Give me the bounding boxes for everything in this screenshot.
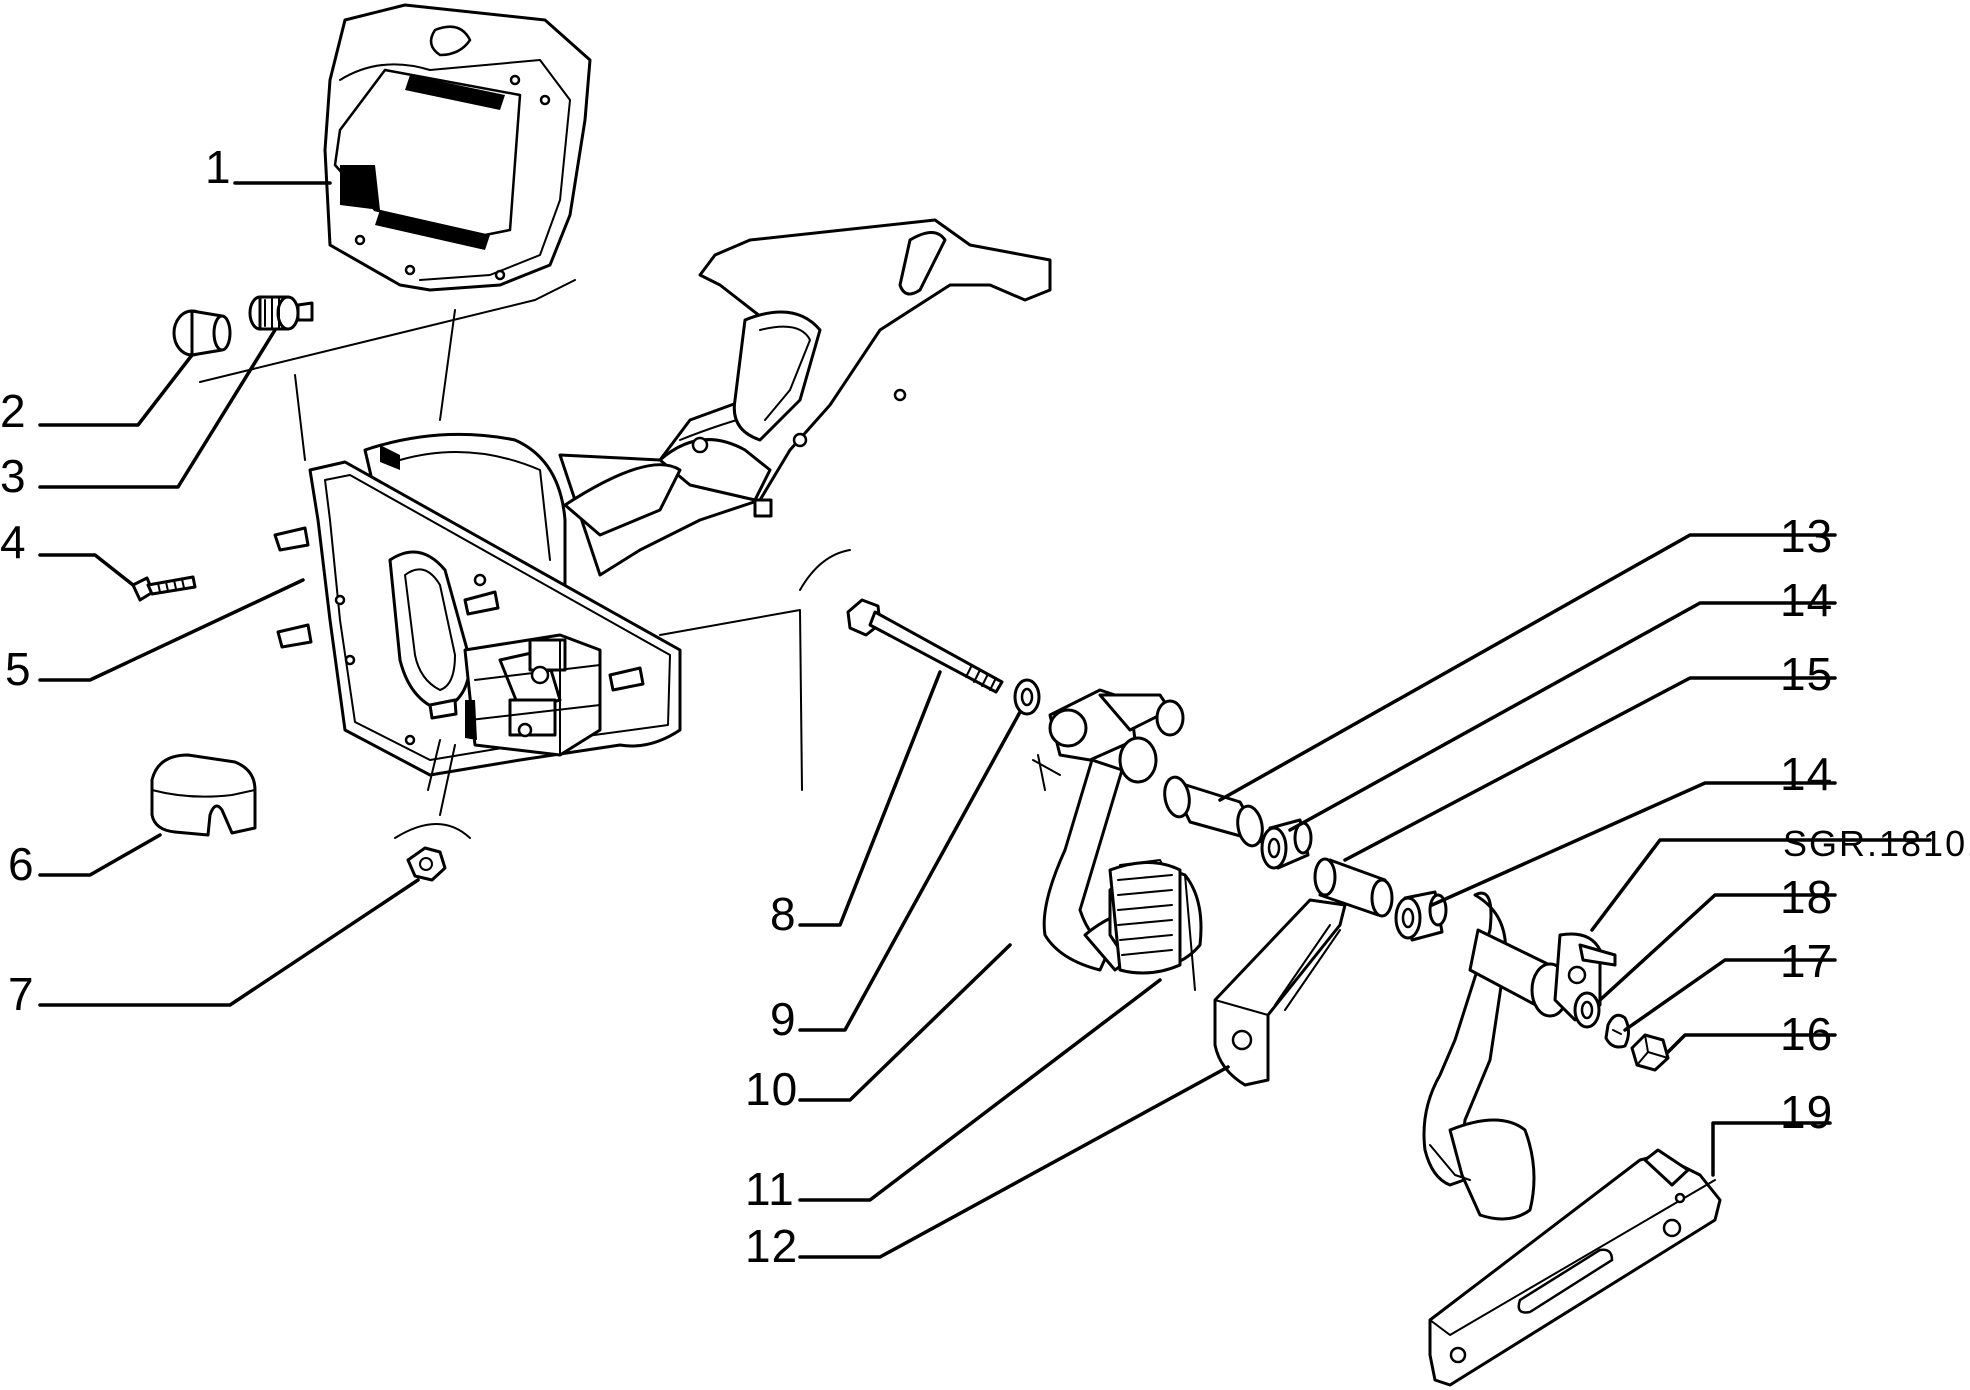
part-15-pin <box>1313 857 1394 918</box>
part-5-pedal-box <box>273 218 1052 777</box>
label-1: 1 <box>205 141 232 193</box>
leader-18 <box>1598 893 1837 1002</box>
part-9-washer <box>1013 678 1041 716</box>
part-14-bush-b <box>1394 890 1448 942</box>
leader-11 <box>798 978 1162 1202</box>
label-3: 3 <box>0 450 27 502</box>
part-6-cap <box>150 753 257 837</box>
label-16: 16 <box>1780 1008 1833 1060</box>
leader-14a <box>1288 601 1837 832</box>
leader-17 <box>1623 958 1837 1032</box>
leader-7 <box>38 878 420 1007</box>
part-3-bushing <box>248 295 314 331</box>
leader-8 <box>798 670 942 927</box>
label-9: 9 <box>770 993 797 1045</box>
part-8-bolt <box>846 598 1004 694</box>
leader-14b <box>1430 781 1837 907</box>
part-19-plate <box>1428 1148 1722 1387</box>
leader-19 <box>1711 1121 1832 1177</box>
part-14-bush-a <box>1260 818 1313 870</box>
label-6: 6 <box>8 838 35 890</box>
label-19: 19 <box>1780 1086 1833 1138</box>
part-7-nut <box>394 739 471 882</box>
leader-2 <box>38 353 194 427</box>
label-12: 12 <box>745 1220 798 1272</box>
label-14-upper: 14 <box>1780 574 1833 626</box>
leader-6 <box>38 833 162 877</box>
label-17: 17 <box>1780 935 1833 987</box>
leader-3 <box>38 328 277 489</box>
leader-5 <box>38 578 305 682</box>
label-10: 10 <box>745 1063 798 1115</box>
label-8: 8 <box>770 888 797 940</box>
part-1-cover <box>323 3 592 292</box>
label-7: 7 <box>8 968 35 1020</box>
label-11: 11 <box>745 1163 795 1215</box>
label-5: 5 <box>5 643 32 695</box>
label-15: 15 <box>1780 648 1833 700</box>
part-17-spring-washer <box>1604 1013 1630 1049</box>
leader-9 <box>798 710 1022 1032</box>
label-13: 13 <box>1780 510 1833 562</box>
part-11-pad <box>1108 861 1182 975</box>
part-18-washer <box>1573 991 1601 1029</box>
part-sgr-clutch-pedal <box>1422 891 1617 1221</box>
leader-10 <box>798 943 1012 1102</box>
part-2-plug <box>172 309 232 357</box>
leader-13 <box>1218 533 1837 802</box>
part-4-screw <box>131 575 197 602</box>
drawing-code: SGR.18101 <box>1783 823 1970 864</box>
guide-lines-right <box>659 549 851 791</box>
leader-4 <box>38 553 135 587</box>
leader-15 <box>1343 676 1837 862</box>
part-12-bracket <box>1213 898 1347 1087</box>
part-16-nut <box>1630 1033 1670 1072</box>
label-2: 2 <box>0 385 27 437</box>
label-4: 4 <box>0 516 27 568</box>
leader-16 <box>1666 1033 1837 1054</box>
label-18: 18 <box>1780 871 1833 923</box>
leader-sgr <box>1590 838 1932 932</box>
label-14-lower: 14 <box>1780 748 1833 800</box>
part-13-sleeve <box>1163 775 1264 848</box>
guide-lines-top <box>199 279 576 461</box>
leader-12 <box>798 1065 1230 1259</box>
